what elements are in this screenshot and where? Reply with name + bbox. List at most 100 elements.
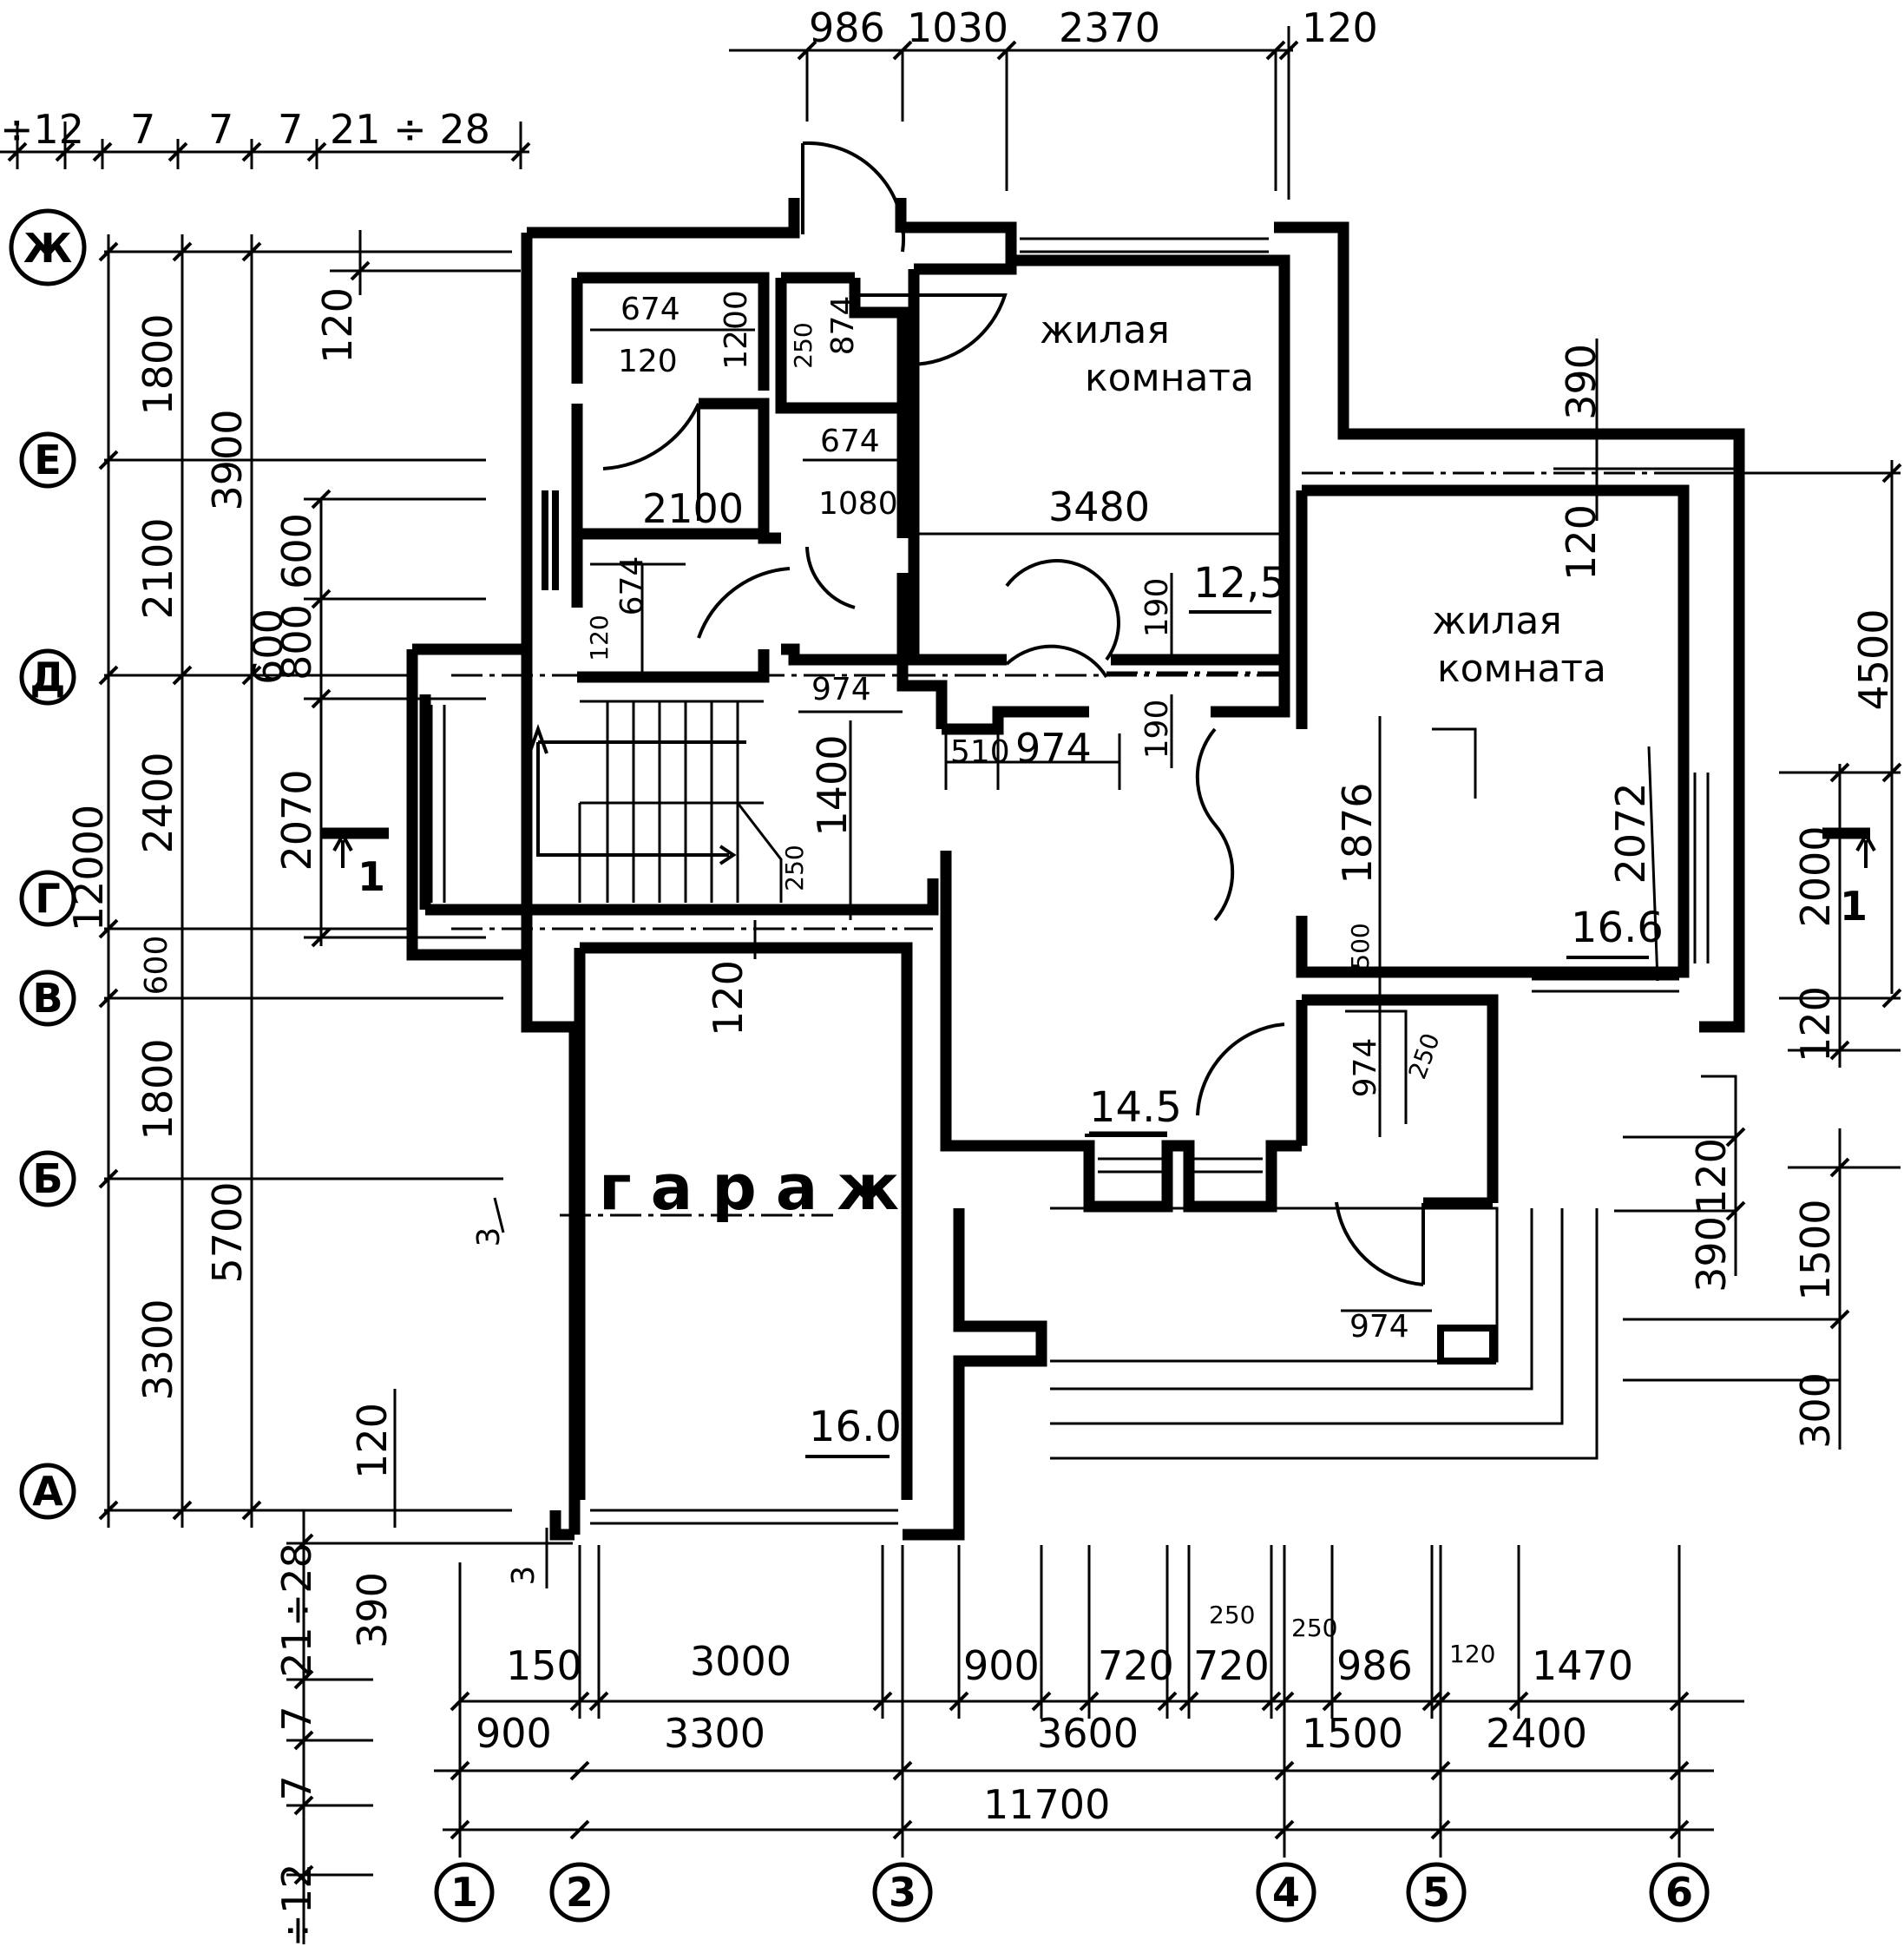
axis-column-label: 1 [450,1869,478,1916]
dim-interior: 1080 [818,486,898,522]
living-room-2-label: жилая [1432,599,1562,643]
garage-label: гараж [599,1151,918,1224]
dim-bottom-1: 250 [1209,1601,1255,1629]
dim-interior: 974 [1349,1309,1409,1345]
dim-interior: 1200 [719,290,754,370]
axis-row-label: А [32,1468,63,1515]
dim-interior: 510 [950,734,1010,770]
dim-left-outer: 12000 [65,805,112,931]
dim-left-openings: 2070 [273,769,320,871]
dim-right-outer: 120 [1792,986,1839,1062]
dim-left-mid: 600 [139,936,174,996]
dim-interior: 250 [1402,1029,1445,1083]
stair [528,700,783,903]
axis-row-label: Г [35,875,60,922]
dim-left-inner: 5700 [204,1181,251,1283]
dim-interior: 120 [705,960,752,1036]
axis-column-label: 3 [889,1869,916,1916]
dim-top: 986 [809,4,885,51]
vertical-dimension-text: 12000 1800 2100 2400 600 1800 3300 3900 … [65,287,1897,1947]
dim-left-mid: 2100 [135,517,181,619]
axis-bubble-b [19,1150,76,1207]
dim-interior: 674 [614,556,650,616]
dim-top-left: 7 [278,106,303,153]
axis-bubble-e [19,431,76,489]
axis-row-label: Б [32,1155,62,1202]
dim-bottom-2: 3300 [664,1710,765,1757]
dim-right-inner: 390 [1688,1216,1735,1292]
dim-interior: 2100 [642,485,744,532]
axis-bubble-d [19,648,76,706]
living-room-1-area: 12,5 [1193,559,1286,608]
dim-right-inner: 1876 [1334,782,1381,884]
dim-left-bottom: 21÷28 [273,1542,320,1678]
dim-bottom-2: 900 [476,1710,552,1757]
dim-right-inner: 120 [1688,1138,1735,1214]
dim-top-left: ÷12 [0,106,84,153]
dimension-text: 986 1030 2370 120 ÷12 7 7 7 21 ÷ 28 [0,4,1378,153]
dim-bottom-1: 720 [1193,1642,1270,1689]
dim-interior: 874 [825,296,861,356]
dim-right-outer: 1500 [1792,1199,1839,1300]
dim-left-openings: 600 [273,513,320,589]
axis-column-label: 4 [1272,1869,1300,1916]
dim-left-mid: 3300 [135,1299,181,1400]
walls [406,198,1745,1541]
living-room-1-label: жилая [1040,308,1170,352]
section-mark-right: 1 [1840,883,1868,930]
axis-bubble-3 [872,1862,933,1923]
dim-right-outer: 4500 [1850,608,1897,710]
axis-row-label: Ж [23,225,72,272]
axis-bubble-5 [1406,1862,1467,1923]
axis-row-label: Д [30,654,66,700]
dim-left-mid: 1800 [135,1038,181,1140]
dim-interior: 120 [585,615,614,661]
dim-left-openings: 600 [245,608,292,685]
porch-steps [1050,1207,1599,1460]
axis-column-label: 5 [1422,1869,1450,1916]
dim-left-bottom: 7 [273,1706,320,1731]
section-marks: 1 1 [321,827,1876,930]
room-labels: жилая комната 3480 12,5 жилая комната 16… [599,308,1664,1458]
dim-left-mid: 2400 [135,752,181,853]
axis-bubble-4 [1256,1862,1316,1923]
dim-interior: 974 [1348,1038,1383,1098]
axis-bubble-1 [434,1862,495,1923]
dim-interior: 250 [780,845,809,891]
dim-bottom-2: 3600 [1037,1710,1139,1757]
dim-top: 2370 [1059,4,1160,51]
dim-interior: 974 [1015,725,1092,772]
dim-interior: 674 [620,292,680,327]
dim-interior: 1400 [809,734,856,836]
axis-column-label: 6 [1665,1869,1693,1916]
axis-lines [451,471,1848,1217]
bottom-dimension-text: 150 3000 900 720 250 720 250 986 120 147… [476,1601,1633,1828]
dim-left-mid: 1800 [135,313,181,415]
axis-bubble-v [19,970,76,1027]
axis-bubble-g [19,870,76,927]
axis-row-label: Е [34,437,61,483]
dim-interior: 974 [811,672,871,707]
dim-top: 120 [1302,4,1378,51]
dim-left-openings: 800 [273,604,320,681]
windows [430,237,1710,1525]
dim-interior: 674 [820,424,880,459]
dimension-lines [0,26,1901,1944]
dim-interior: 190 [1139,700,1175,760]
dim-left-inner: 3900 [204,409,251,510]
dim-right-inner: 390 [1558,344,1605,420]
axis-bubble-6 [1649,1862,1710,1923]
dim-left-bottom: ÷12 [273,1863,320,1947]
dim-left-openings: 120 [314,287,361,364]
dim-top-left: 21 ÷ 28 [330,106,490,153]
dim-bottom-1: 1470 [1532,1642,1633,1689]
doors [602,141,1425,1286]
dim-top: 1030 [907,4,1008,51]
dim-right-inner: 120 [1558,504,1605,581]
dim-right-inner: 500 [1346,923,1375,969]
dim-bottom-1: 900 [963,1642,1040,1689]
dim-bottom-total: 11700 [983,1781,1110,1828]
dim-top-left: 7 [208,106,233,153]
living-room-2-area: 16.6 [1571,904,1664,952]
